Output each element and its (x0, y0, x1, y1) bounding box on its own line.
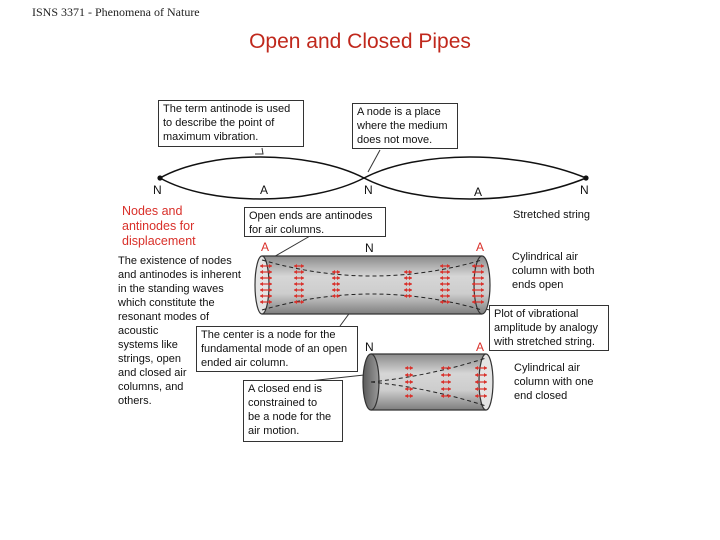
open-arrow-1-3 (294, 282, 304, 286)
open-arrow-4-1 (440, 270, 450, 274)
closed-arrow-0-3 (405, 387, 413, 391)
page-title: Open and Closed Pipes (249, 30, 471, 53)
open-arrow-3-5 (404, 294, 412, 298)
open-arrow-2-1 (332, 270, 340, 274)
open-arrow-1-4 (294, 288, 304, 292)
open-arrow-5-3 (472, 282, 484, 286)
string-right-end (583, 175, 589, 181)
closed-arrow-1-4 (441, 394, 451, 398)
closed-end-callout: A closed end is constrained to be a node… (243, 380, 343, 442)
page-header: ISNS 3371 - Phenomena of Nature (32, 5, 200, 19)
open-arrow-0-5 (260, 294, 272, 298)
vibrational-callout: Plot of vibrational amplitude by analogy… (489, 305, 609, 351)
open-arrow-1-1 (294, 270, 304, 274)
open-arrow-5-0 (472, 264, 484, 268)
open-arrow-4-2 (440, 276, 450, 280)
open-arrow-5-1 (472, 270, 484, 274)
closed-column-label: Cylindrical air column with one end clos… (514, 362, 594, 402)
open-arrow-0-0 (260, 264, 272, 268)
string-marker-node-2: N (364, 183, 373, 197)
open-arrow-5-4 (472, 288, 484, 292)
open-arrow-2-5 (332, 294, 340, 298)
closed-pipe (362, 353, 494, 411)
string-marker-antinode-1: A (260, 183, 269, 197)
open-arrow-5-5 (472, 294, 484, 298)
open-pipe-marker-antinode-right: A (476, 240, 485, 254)
open-arrow-4-6 (440, 300, 450, 304)
stretched-string-label: Stretched string (513, 209, 591, 221)
closed-pipe-marker-node: N (365, 340, 374, 354)
node-callout: A node is a place where the medium does … (352, 103, 458, 149)
open-arrow-4-5 (440, 294, 450, 298)
closed-arrow-1-0 (441, 366, 451, 370)
closed-arrow-2-3 (475, 387, 487, 391)
closed-arrow-0-4 (405, 394, 413, 398)
open-arrow-0-2 (260, 276, 272, 280)
string-marker-node-3: N (580, 183, 589, 197)
antinode-pointer (255, 147, 264, 155)
open-arrow-4-0 (440, 264, 450, 268)
open-pipe-marker-antinode-left: A (261, 240, 270, 254)
closed-arrow-2-4 (475, 394, 487, 398)
open-arrow-1-2 (294, 276, 304, 280)
antinode-callout: The term antinode is used to describe th… (158, 100, 304, 147)
closed-arrow-0-1 (405, 373, 413, 377)
open-arrow-2-2 (332, 276, 340, 280)
open-arrow-3-3 (404, 282, 412, 286)
open-arrow-1-6 (294, 300, 304, 304)
closed-arrow-2-2 (475, 380, 487, 384)
open-arrow-5-2 (472, 276, 484, 280)
open-arrow-0-4 (260, 288, 272, 292)
closed-arrow-1-2 (441, 380, 451, 384)
open-arrow-4-3 (440, 282, 450, 286)
open-arrow-3-2 (404, 276, 412, 280)
node-pointer (367, 149, 381, 173)
open-pipe (254, 255, 491, 315)
open-arrow-4-4 (440, 288, 450, 292)
string-marker-antinode-2: A (474, 185, 483, 199)
open-pipe-arrows (260, 264, 484, 304)
string-left-end (157, 175, 163, 181)
open-arrow-3-4 (404, 288, 412, 292)
string-marker-node-1: N (153, 183, 162, 197)
open-arrow-5-6 (472, 300, 484, 304)
center-callout: The center is a node for the fundamental… (196, 326, 358, 372)
closed-arrow-0-0 (405, 366, 413, 370)
open-arrow-2-3 (332, 282, 340, 286)
open-arrow-0-6 (260, 300, 272, 304)
open-arrow-0-3 (260, 282, 272, 286)
open-column-label: Cylindrical air column with both ends op… (512, 251, 595, 291)
closed-arrow-0-2 (405, 380, 413, 384)
nodes-antinodes-heading: Nodes and antinodes for displacement (122, 204, 196, 248)
closed-pipe-marker-antinode: A (476, 340, 485, 354)
standing-waves-description: The existence of nodes and antinodes is … (118, 255, 241, 407)
closed-pipe-arrows (405, 366, 487, 398)
open-arrow-2-4 (332, 288, 340, 292)
open-arrow-1-0 (294, 264, 304, 268)
open-ends-callout: Open ends are antinodes for air columns. (244, 207, 386, 237)
open-arrow-0-1 (260, 270, 272, 274)
open-arrow-3-1 (404, 270, 412, 274)
open-arrow-1-5 (294, 294, 304, 298)
open-pipe-marker-node-center: N (365, 241, 374, 255)
stretched-string (157, 156, 589, 200)
closed-arrow-2-1 (475, 373, 487, 377)
closed-arrow-1-1 (441, 373, 451, 377)
closed-arrow-2-0 (475, 366, 487, 370)
closed-arrow-1-3 (441, 387, 451, 391)
